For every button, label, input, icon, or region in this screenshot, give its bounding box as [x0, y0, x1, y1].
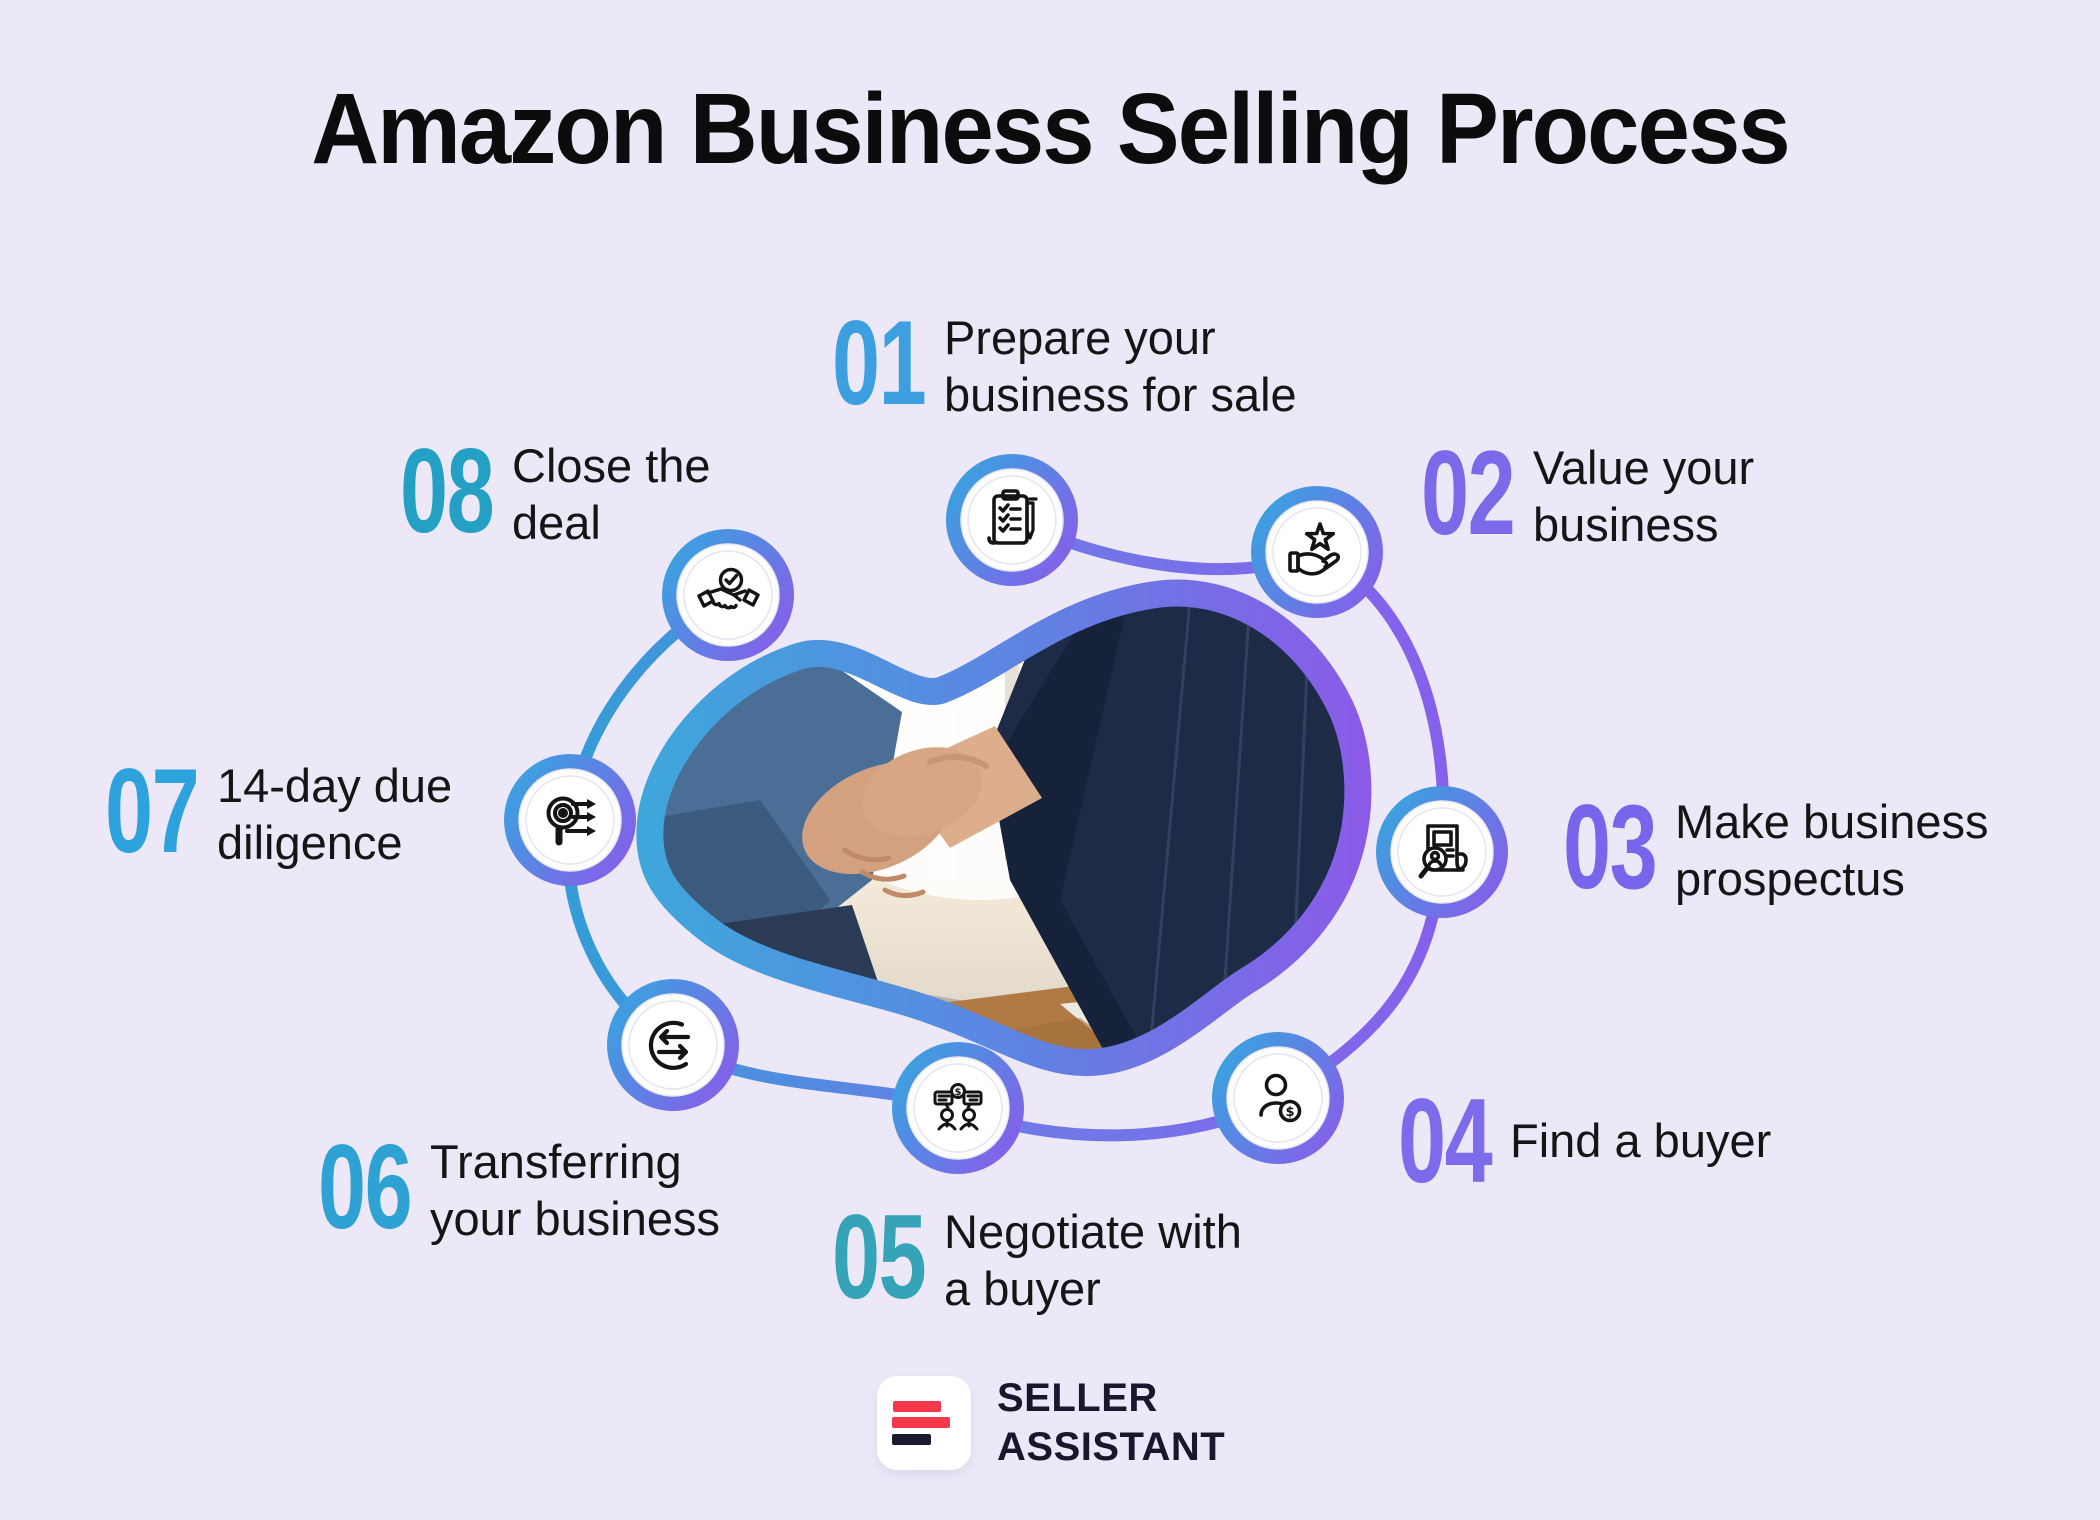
step-02-number: 02 — [1421, 426, 1516, 560]
step-07-node — [504, 754, 636, 886]
step-03: 03 Make business prospectus — [1563, 780, 1989, 914]
logo-bar-bottom — [892, 1434, 931, 1445]
step-03-label: Make business prospectus — [1675, 795, 1989, 905]
seller-assistant-logo: SELLER ASSISTANT — [877, 1376, 1225, 1472]
step-06-number: 06 — [318, 1120, 413, 1254]
document-magnifier-icon — [1418, 824, 1468, 879]
step-01-number: 01 — [832, 296, 927, 430]
step-03-number: 03 — [1563, 780, 1658, 914]
step-04-node: $ — [1212, 1032, 1344, 1164]
step-01: 01 Prepare your business for sale — [832, 296, 1297, 430]
page-title: Amazon Business Selling Process — [311, 73, 1790, 185]
step-07-label: 14-day due diligence — [217, 759, 453, 869]
step-06: 06 Transferring your business — [318, 1120, 720, 1254]
logo-text: SELLER ASSISTANT — [997, 1374, 1225, 1472]
transfer-arrows-icon — [648, 1020, 691, 1070]
hand-star-icon — [1288, 522, 1340, 576]
clipboard-checklist-icon — [987, 489, 1038, 545]
step-07-number: 07 — [105, 744, 200, 878]
seller-assistant-logo-icon — [877, 1376, 971, 1470]
step-05: 05 Negotiate with a buyer — [832, 1190, 1242, 1324]
logo-text-line1: SELLER — [997, 1376, 1158, 1420]
step-08-number: 08 — [400, 424, 495, 558]
step-04: 04 Find a buyer — [1398, 1074, 1772, 1208]
buyer-dollar-icon: $ — [1259, 1073, 1302, 1123]
step-03-node — [1376, 786, 1508, 918]
handshake-check-icon — [697, 567, 760, 610]
step-08: 08 Close the deal — [400, 424, 711, 558]
target-arrows-icon — [546, 796, 596, 846]
negotiation-icon: $ — [933, 1083, 983, 1131]
step-08-label: Close the deal — [512, 439, 711, 549]
step-06-label: Transferring your business — [430, 1135, 720, 1245]
step-04-label: Find a buyer — [1510, 1114, 1772, 1167]
logo-bar-top — [893, 1401, 941, 1412]
svg-text:$: $ — [1285, 1105, 1294, 1120]
step-02-label: Value your business — [1533, 441, 1755, 551]
step-01-label: Prepare your business for sale — [944, 311, 1297, 421]
logo-bar-middle — [892, 1417, 950, 1428]
step-06-node — [607, 979, 739, 1111]
step-04-number: 04 — [1398, 1074, 1493, 1208]
step-01-node — [946, 454, 1078, 586]
step-05-number: 05 — [832, 1190, 927, 1324]
step-08-node — [662, 529, 794, 661]
logo-text-line2: ASSISTANT — [997, 1425, 1226, 1469]
step-02-node — [1251, 486, 1383, 618]
step-05-node: $ — [892, 1042, 1024, 1174]
step-05-label: Negotiate with a buyer — [944, 1205, 1242, 1315]
svg-text:$: $ — [955, 1087, 962, 1098]
step-02: 02 Value your business — [1421, 426, 1754, 560]
photo-blob-frame — [636, 579, 1372, 1077]
step-07: 07 14-day due diligence — [105, 744, 452, 878]
